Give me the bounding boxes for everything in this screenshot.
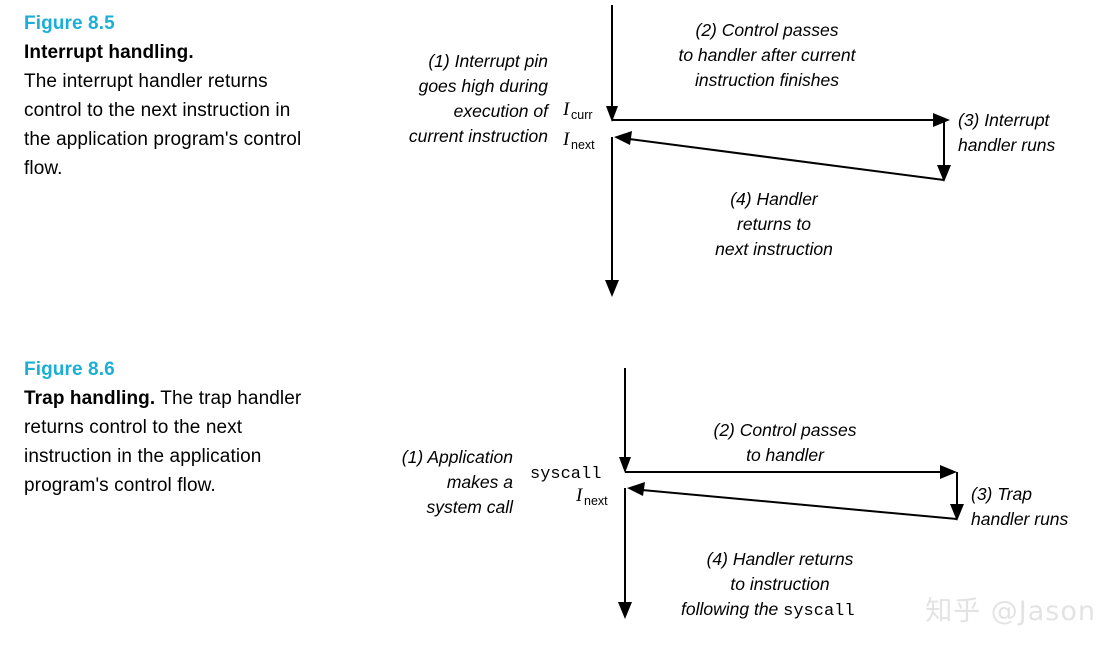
step-1-line-4: current instruction [409, 126, 548, 146]
step-1-line-2: makes a [447, 472, 513, 492]
label-i-next-symbol: I [562, 129, 571, 150]
interrupt-diagram-svg: I curr I next (1) Interrupt pin goes hig… [409, 5, 1056, 297]
step-1-line-1: (1) Interrupt pin [428, 51, 548, 71]
handler-return-arrow [627, 482, 958, 520]
handler-execution-arrow [937, 120, 951, 182]
step-4-line-3-prefix: following the [681, 599, 783, 619]
step-2-line-2: to handler [746, 445, 825, 465]
figure-block-interrupt-handling: Figure 8.5 Interrupt handling. The inter… [24, 0, 1110, 330]
step-4-syscall-keyword: syscall [783, 602, 854, 621]
step-3-label: (3) Interrupt handler runs [958, 110, 1056, 155]
label-syscall: syscall [530, 465, 601, 484]
step-2-label: (2) Control passes to handler after curr… [678, 20, 856, 90]
step-4-line-2: to instruction [730, 574, 829, 594]
step-3-label: (3) Trap handler runs [971, 484, 1069, 529]
figure-caption: Figure 8.6 Trap handling. The trap handl… [24, 356, 314, 500]
label-i-next: I next [575, 485, 608, 508]
figure-number: Figure 8.5 [24, 13, 115, 34]
step-1-label: (1) Application makes a system call [402, 447, 514, 517]
label-i-next-symbol: I [575, 485, 584, 506]
interrupt-handling-diagram: I curr I next (1) Interrupt pin goes hig… [330, 0, 1110, 330]
step-3-line-2: handler runs [971, 509, 1069, 529]
step-1-line-2: goes high during [419, 76, 549, 96]
control-transfer-arrow [625, 465, 957, 479]
step-4-line-2: returns to [737, 214, 811, 234]
label-syscall-text: syscall [530, 465, 601, 484]
step-4-label: (4) Handler returns to next instruction [715, 189, 833, 259]
control-transfer-arrow [612, 113, 950, 127]
trap-handling-diagram: syscall I next (1) Application makes a s… [330, 330, 1110, 646]
program-timeline-bottom-segment [605, 137, 619, 297]
step-3-line-1: (3) Interrupt [958, 110, 1051, 130]
label-i-next: I next [562, 129, 595, 152]
label-i-curr: I curr [562, 99, 593, 122]
step-4-line-1: (4) Handler [730, 189, 819, 209]
label-i-next-subscript: next [584, 494, 608, 508]
step-1-line-3: system call [426, 497, 514, 517]
figure-caption: Figure 8.5 Interrupt handling. The inter… [24, 10, 314, 183]
label-i-curr-symbol: I [562, 99, 571, 120]
step-2-line-3: instruction finishes [695, 70, 839, 90]
label-i-next-subscript: next [571, 138, 595, 152]
program-timeline-bottom-segment [618, 488, 632, 619]
trap-diagram-svg: syscall I next (1) Application makes a s… [402, 368, 1069, 621]
step-2-line-2: to handler after current [678, 45, 856, 65]
step-1-line-1: (1) Application [402, 447, 513, 467]
step-3-line-1: (3) Trap [971, 484, 1032, 504]
step-1-label: (1) Interrupt pin goes high during execu… [409, 51, 550, 146]
step-4-label: (4) Handler returns to instruction follo… [681, 549, 855, 621]
figure-body-text: The trap handler returns control to the … [24, 388, 302, 496]
program-timeline-top-segment [606, 5, 618, 122]
step-2-label: (2) Control passes to handler [714, 420, 857, 465]
handler-return-arrow [614, 131, 945, 181]
step-4-line-3: next instruction [715, 239, 833, 259]
figure-body-text: The interrupt handler returns control to… [24, 71, 302, 179]
step-1-line-3: execution of [454, 101, 551, 121]
figure-block-trap-handling: Figure 8.6 Trap handling. The trap handl… [0, 330, 1110, 646]
step-2-line-1: (2) Control passes [696, 20, 839, 40]
step-3-line-2: handler runs [958, 135, 1056, 155]
step-4-line-3: following the syscall [681, 599, 855, 621]
label-i-curr-subscript: curr [571, 108, 593, 122]
figure-number: Figure 8.6 [24, 359, 115, 380]
figure-title: Interrupt handling. [24, 42, 194, 63]
handler-execution-arrow [950, 472, 964, 521]
step-2-line-1: (2) Control passes [714, 420, 857, 440]
program-timeline-top-segment [619, 368, 631, 473]
figure-title: Trap handling. [24, 388, 156, 409]
step-4-line-1: (4) Handler returns [707, 549, 854, 569]
